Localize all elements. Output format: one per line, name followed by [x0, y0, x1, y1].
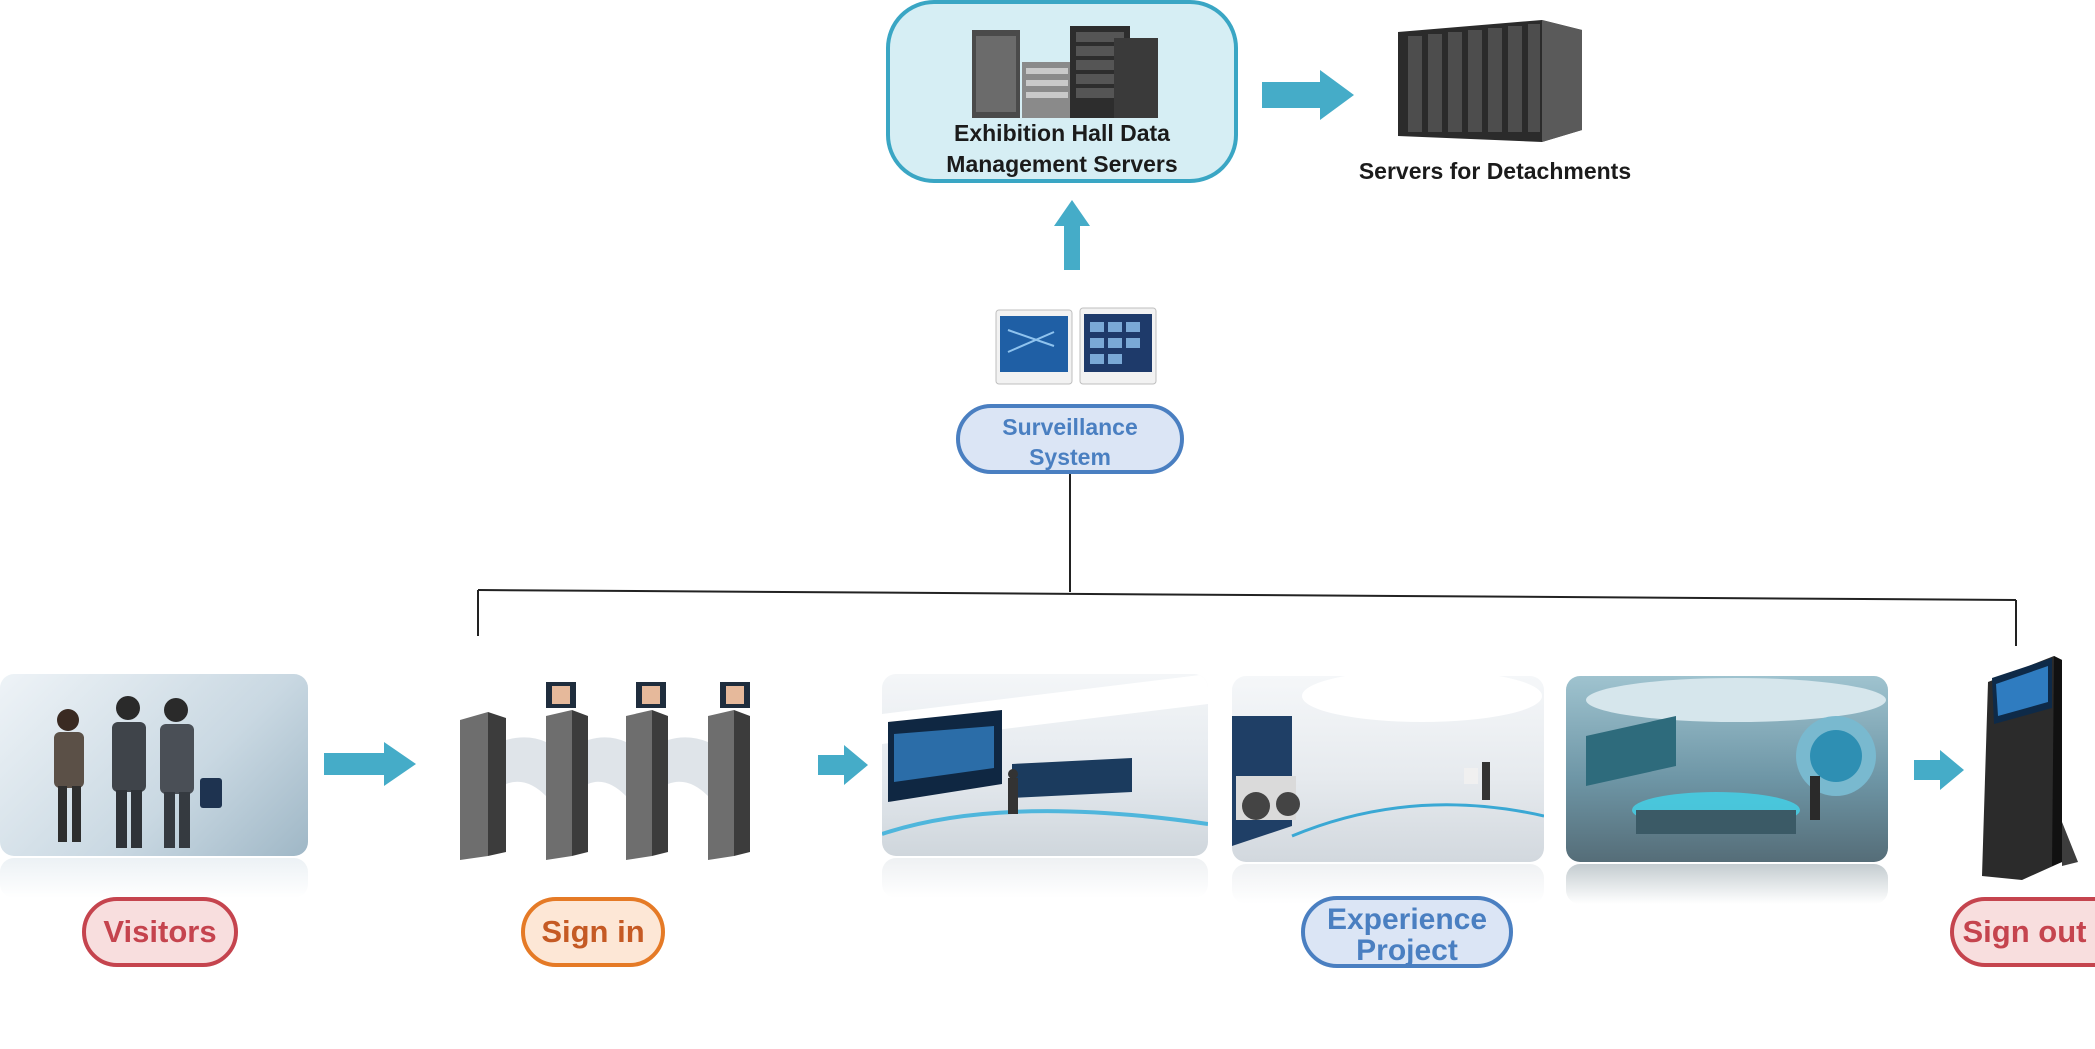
servers-label-line1: Exhibition Hall Data [954, 120, 1170, 146]
arrow-up-icon [1054, 200, 1090, 270]
sign-in-label: Sign in [521, 897, 665, 967]
exhibition-interior-icon [882, 674, 1208, 836]
visitors-photo [0, 674, 308, 856]
sign-out-label: Sign out [1950, 897, 2095, 967]
exhibition-hall-photo-1 [882, 674, 1208, 856]
experience-line1: Experience [1326, 903, 1488, 936]
exhibition-hall-servers-label: Exhibition Hall Data Management Servers [886, 118, 1238, 180]
arrow-right-icon [1262, 70, 1354, 120]
server-rack-icon [972, 26, 1158, 118]
servers-label-line2: Management Servers [946, 151, 1178, 177]
monitor-screens-icon [995, 307, 1157, 385]
experience-line2: Project [1356, 934, 1458, 967]
arrow-right-icon [818, 745, 868, 785]
turnstile-gate-icon [436, 676, 782, 866]
experience-project-label: Experience Project [1301, 896, 1513, 968]
visitors-label: Visitors [82, 897, 238, 967]
surveillance-system-label: Surveillance System [956, 404, 1184, 474]
surveillance-line1: Surveillance [1002, 414, 1138, 440]
visitors-photo-reflection [0, 858, 308, 898]
server-rack-row-icon [1398, 20, 1582, 142]
exhibition-interior-icon [1586, 678, 1886, 834]
arrow-right-icon [324, 742, 416, 786]
surveillance-line2: System [1029, 444, 1111, 470]
detachment-servers-label: Servers for Detachments [1358, 158, 1632, 184]
business-people-icon [54, 696, 222, 848]
exhibition-interior-icon [1232, 676, 1544, 846]
exhibition-hall-photo-1-reflection [882, 858, 1208, 898]
arrow-right-icon [1914, 750, 1964, 790]
kiosk-terminal-icon [1982, 656, 2078, 880]
exhibition-hall-photo-3-reflection [1566, 864, 1888, 904]
exhibition-hall-photo-2 [1232, 676, 1544, 862]
exhibition-hall-photo-3 [1566, 676, 1888, 862]
